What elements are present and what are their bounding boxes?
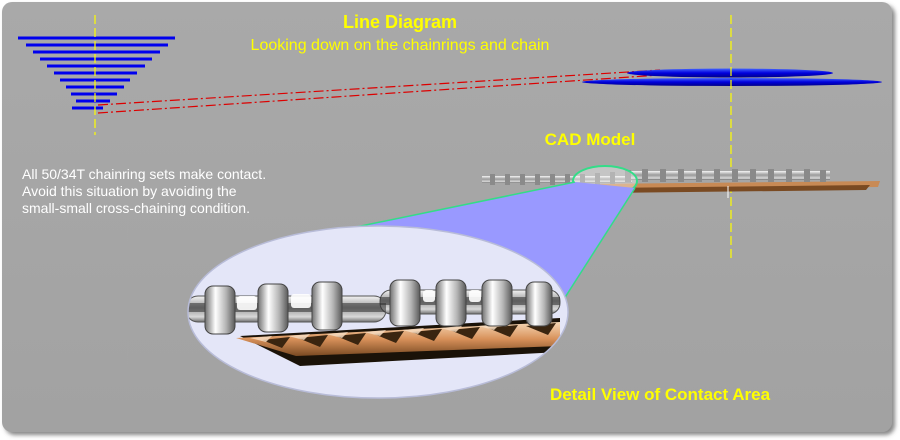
detail-view <box>188 279 561 366</box>
cad-model-label: CAD Model <box>544 130 636 149</box>
diagram-subtitle: Looking down on the chainrings and chain <box>250 37 550 54</box>
chainring-lines <box>18 36 175 110</box>
cad-model <box>482 169 880 198</box>
detail-ellipse-outline <box>187 225 569 399</box>
cassette-cogs <box>582 68 882 86</box>
note-line-2: Avoid this situation by avoiding the <box>22 183 237 199</box>
contact-note: All 50/34T chainring sets make contact. … <box>22 166 322 217</box>
chain-rollers <box>204 279 553 335</box>
note-line-1: All 50/34T chainring sets make contact. <box>22 166 267 182</box>
diagram-title: Line Diagram <box>342 12 458 32</box>
note-line-3: small-small cross-chaining condition. <box>22 200 250 216</box>
detail-view-label: Detail View of Contact Area <box>549 385 771 404</box>
chain-lines <box>97 69 661 114</box>
